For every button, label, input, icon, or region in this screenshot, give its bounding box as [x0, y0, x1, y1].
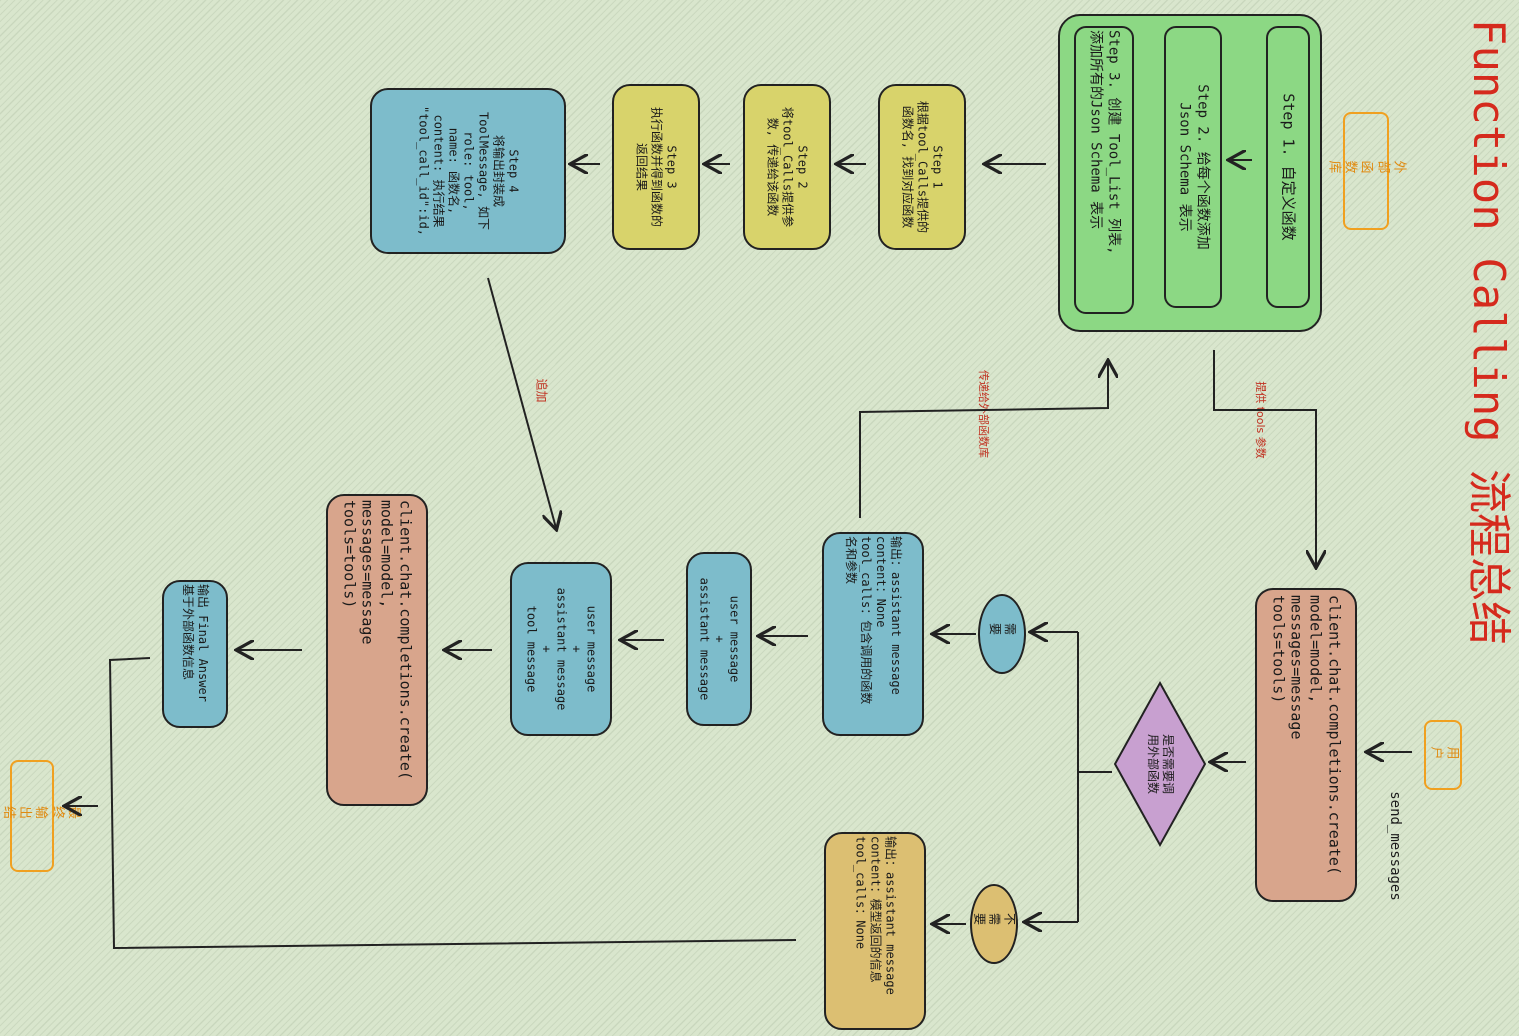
- arrow-output-to-lib: [859, 362, 1108, 518]
- step1-box: Step 1 根据tool_Calls提供的 函数名, 找到对应函数: [878, 84, 966, 250]
- messages-b-box: user message + assistant message + tool …: [510, 562, 612, 736]
- final-answer-box: 输出 Final Answer 基于外部函数信息: [162, 580, 228, 728]
- schema-step1: Step 1. 自定义函数: [1266, 26, 1310, 308]
- first-call-box: client.chat.completions.create( model=mo…: [1255, 588, 1357, 902]
- schema-step2: Step 2. 给每个函数添加 Json Schema 表示: [1164, 26, 1222, 308]
- arrow-provide-tools: [1213, 350, 1316, 566]
- decision-diamond: [1113, 680, 1207, 848]
- need-node: 需要: [978, 594, 1026, 674]
- line-decision-split: [1077, 632, 1112, 922]
- arrow-step4-append: [487, 277, 556, 528]
- step4-box: Step 4 将输出封装成 ToolMessage, 如下 role: tool…: [370, 88, 566, 254]
- tag-external-lib: 外部函数库: [1327, 112, 1407, 230]
- second-call-box: client.chat.completions.create( model=mo…: [326, 494, 428, 806]
- tag-final-output: 最终输出结果: [1, 760, 81, 872]
- step3-box: Step 3 执行函数并得到函数的 返回结果: [612, 84, 700, 250]
- line-final-and-noneed-to-result: [108, 657, 797, 950]
- output-none-box: 输出：assistant message content：模型返回的信息 too…: [824, 832, 926, 1030]
- no-need-node: 不需要: [970, 884, 1018, 964]
- schema-block: Step 1. 自定义函数 Step 2. 给每个函数添加 Json Schem…: [1058, 14, 1322, 332]
- step2-box: Step 2 将tool_Calls提供参 数, 传递给该函数: [743, 84, 831, 250]
- messages-a-box: user message + assistant message: [686, 552, 752, 726]
- schema-step3: Step 3. 创建 Tool_List 列表, 添加所有的Json Schem…: [1074, 26, 1134, 314]
- tag-user: 用户: [1424, 720, 1462, 790]
- output-tool-box: 输出：assistant message content：None tool_c…: [822, 532, 924, 736]
